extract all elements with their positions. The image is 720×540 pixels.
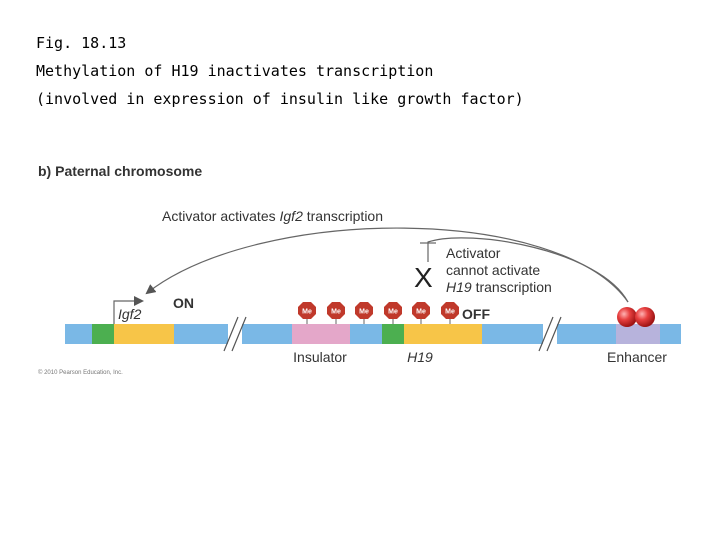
igf2-on-label: ON: [173, 295, 194, 311]
slide-subtitle: (involved in expression of insulin like …: [36, 90, 524, 108]
h19-label: H19: [407, 349, 433, 365]
figure-label: Fig. 18.13: [36, 34, 127, 52]
activator-activates-label: Activator activates Igf2 transcription: [162, 208, 383, 224]
chromosome-bar: [65, 324, 681, 344]
activator-protein-1: [617, 307, 637, 327]
blocked-label-line3: H19 transcription: [446, 279, 552, 295]
igf2-label: Igf2: [118, 306, 142, 322]
blocked-label-line1: Activator: [446, 245, 501, 261]
panel-title: b) Paternal chromosome: [38, 163, 202, 179]
svg-text:Me: Me: [388, 309, 398, 316]
igf2-gene: [114, 324, 174, 344]
igf2-promoter: [92, 324, 114, 344]
enhancer-label: Enhancer: [607, 349, 667, 365]
methyl-group-1: Me: [298, 302, 316, 324]
methyl-group-2: Me: [327, 302, 345, 324]
copyright-text: © 2010 Pearson Education, Inc.: [38, 369, 123, 376]
enhancer-region: [616, 324, 660, 344]
blocked-x-mark: X: [414, 262, 433, 293]
chromosome-break-2: [543, 318, 557, 350]
svg-text:Me: Me: [359, 309, 369, 316]
activator-protein-2: [635, 307, 655, 327]
blocked-label-line2: cannot activate: [446, 262, 540, 278]
igf2-transcription-arrow: [113, 296, 144, 324]
slide-title: Methylation of H19 inactivates transcrip…: [36, 62, 434, 80]
h19-promoter: [382, 324, 404, 344]
methyl-group-5: Me: [412, 302, 430, 324]
methyl-group-3: Me: [355, 302, 373, 324]
blocked-activation-arc: [427, 237, 629, 303]
activation-arc-arrow: [145, 227, 629, 303]
insulator-label: Insulator: [293, 349, 347, 365]
chromosome-break-1: [228, 318, 242, 350]
methyl-group-4: Me: [384, 302, 402, 324]
svg-text:Me: Me: [445, 309, 455, 316]
svg-text:Me: Me: [331, 309, 341, 316]
methyl-group-6: Me: [441, 302, 459, 324]
h19-gene: [404, 324, 482, 344]
svg-text:Me: Me: [302, 309, 312, 316]
svg-text:Me: Me: [416, 309, 426, 316]
insulator-region: [292, 324, 350, 344]
h19-off-label: OFF: [462, 306, 490, 322]
